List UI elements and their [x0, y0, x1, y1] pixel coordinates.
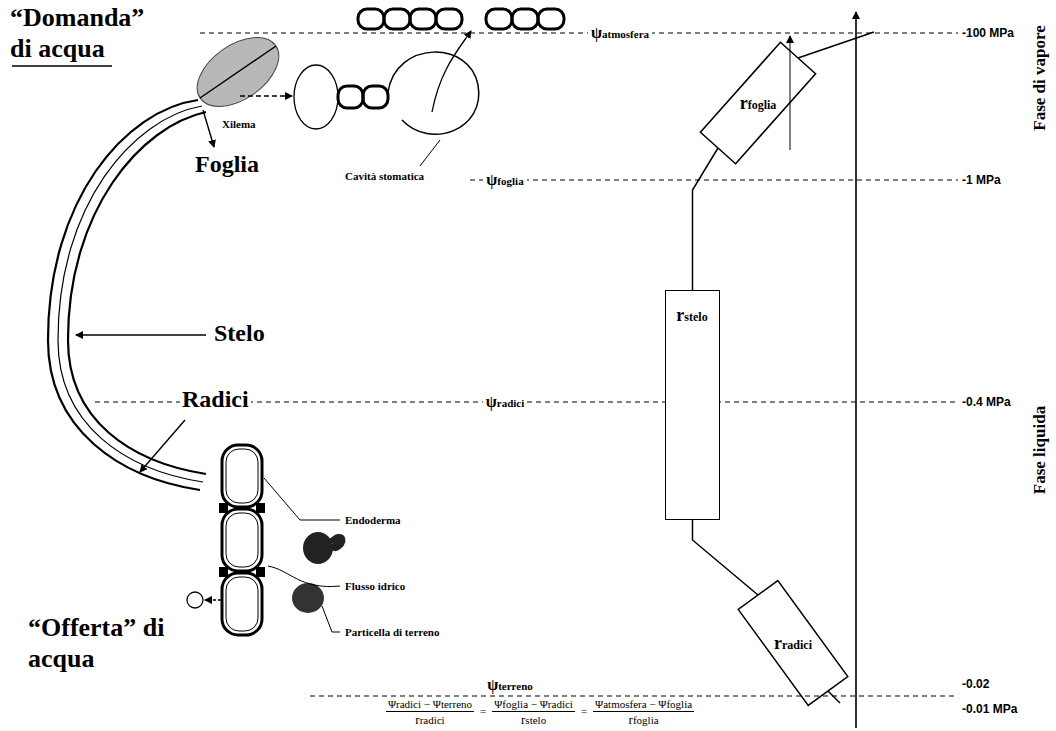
potential-axis	[798, 32, 874, 58]
leader-line	[268, 566, 340, 587]
pressure-value: -1 MPa	[962, 173, 1001, 187]
phase-label: Fase di vapore	[1030, 25, 1050, 130]
endoderm-cells	[256, 567, 265, 577]
stomatal-cells	[384, 9, 410, 29]
demand-label: “Domanda” di acqua	[10, 2, 170, 64]
resistor-symbol: rradici	[758, 595, 828, 691]
potential-axis	[855, 12, 857, 728]
part-label: Cavità stomatica	[345, 170, 424, 182]
part-label: Endoderma	[345, 514, 401, 526]
resistor-box: rstelo	[665, 290, 720, 520]
soil-particle	[187, 592, 203, 608]
part-label: Flusso idrico	[345, 580, 405, 592]
organ-label: Foglia	[195, 151, 259, 178]
leaf	[185, 23, 292, 120]
equation-sign: =	[480, 705, 486, 717]
potential-label: ψfoglia	[483, 171, 526, 189]
endoderm-cells	[219, 503, 228, 513]
endoderm-cells	[219, 445, 265, 635]
pressure-value: -100 MPa	[962, 26, 1014, 40]
leaf	[240, 95, 292, 96]
endoderm-cells	[226, 577, 258, 631]
leader-line	[264, 478, 340, 520]
organ-label: Radici	[180, 386, 251, 413]
leader-line	[322, 606, 340, 632]
stomatal-cells	[436, 9, 462, 29]
pressure-value: -0.01 MPa	[962, 702, 1017, 716]
equation-numerator: Ψatmosfera − Ψfoglia	[595, 698, 692, 710]
fraction-bar	[386, 711, 474, 712]
level-line	[95, 33, 958, 696]
organ-label: Stelo	[214, 320, 265, 347]
stomatal-cells	[358, 9, 384, 29]
leader-arrow	[76, 334, 206, 335]
resistor-outline	[738, 581, 848, 706]
plant-stem	[48, 100, 206, 490]
stomatal-cells	[432, 31, 471, 112]
plant-stem	[58, 106, 203, 482]
phase-label: Fase liquida	[1030, 406, 1050, 494]
soil-particle	[292, 583, 324, 613]
stomatal-cells	[538, 9, 564, 29]
part-label: Particella di terreno	[345, 626, 439, 638]
potential-axis	[828, 691, 840, 703]
stomatal-cells	[512, 9, 538, 29]
resistor-label: rradici	[774, 633, 812, 654]
endoderm-cells	[226, 449, 258, 503]
soil-particle	[330, 535, 345, 550]
leader-arrow	[203, 110, 214, 147]
stomatal-cells	[410, 9, 436, 29]
circuit-wire	[693, 148, 719, 290]
potential-axis	[790, 12, 874, 728]
stomatal-cells	[294, 9, 564, 166]
stomatal-cells	[363, 86, 388, 108]
pressure-value: -0.02	[962, 677, 989, 691]
part-label: Xilema	[222, 118, 256, 130]
equation-denominator: rradici	[415, 713, 444, 727]
stomatal-cells	[486, 9, 512, 29]
soil-particle	[187, 532, 345, 613]
soil-particle	[303, 532, 333, 564]
equation-numerator: Ψfoglia − Ψradici	[494, 698, 573, 710]
endoderm-cells	[226, 513, 258, 567]
level-line	[310, 696, 958, 697]
potential-label: ψradici	[483, 393, 528, 411]
endoderm-cells	[222, 573, 262, 635]
stomatal-cells	[420, 140, 440, 166]
level-line	[200, 33, 958, 34]
plant-stem	[68, 112, 206, 474]
pressure-value: -0.4 MPa	[962, 395, 1011, 409]
resistor-label: rfoglia	[740, 93, 777, 114]
fraction-bar	[593, 711, 694, 712]
endoderm-cells	[256, 503, 265, 513]
circuit-wire	[693, 520, 759, 595]
leader-line	[264, 478, 340, 632]
leader-arrow	[140, 420, 185, 472]
leaf	[185, 23, 291, 120]
stomatal-cells	[294, 65, 338, 129]
potential-axis	[790, 36, 791, 150]
endoderm-cells	[222, 509, 262, 571]
leaf	[200, 46, 276, 98]
equation-sign: =	[581, 705, 587, 717]
endoderm-cells	[219, 567, 228, 577]
equation-denominator: rstelo	[521, 713, 546, 727]
resistor-symbol: rfoglia	[718, 58, 798, 148]
equation-numerator: Ψradici − Ψterreno	[388, 698, 472, 710]
potential-label: ψatmosfera	[588, 24, 652, 42]
supply-label: “Offerta” di acqua	[28, 612, 188, 674]
underline	[12, 65, 112, 67]
leader-arrow	[76, 110, 214, 472]
potential-label: ψterreno	[484, 676, 536, 694]
endoderm-cells	[222, 445, 262, 507]
equation-denominator: rfoglia	[629, 713, 659, 727]
level-line	[470, 180, 958, 181]
fraction-bar	[492, 711, 575, 712]
resistor-outline	[700, 42, 815, 163]
resistor-label: rstelo	[676, 305, 707, 326]
stomatal-cells	[388, 52, 479, 134]
stomatal-cells	[338, 86, 363, 108]
soil-particle	[205, 599, 221, 600]
